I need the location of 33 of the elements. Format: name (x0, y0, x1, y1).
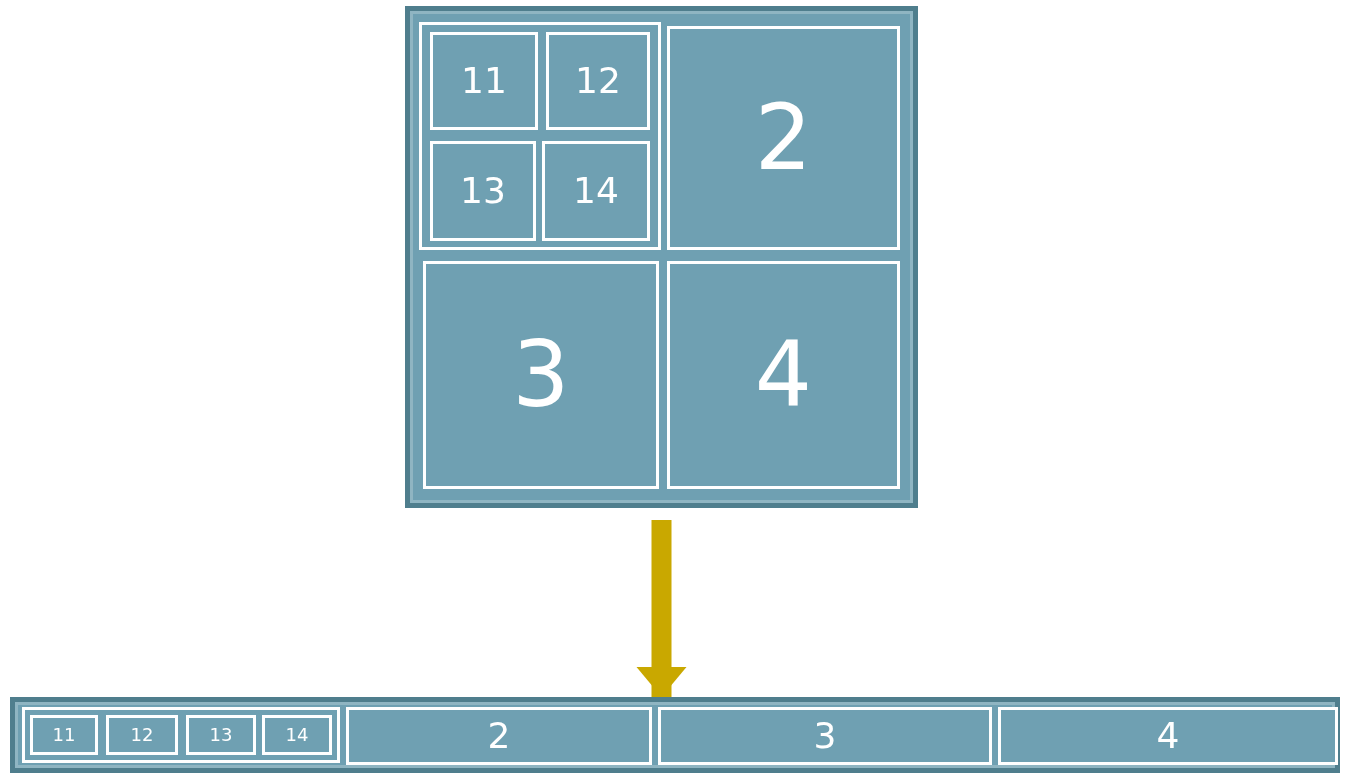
tile-number: 4 (1156, 718, 1180, 754)
tile-number: 12 (130, 726, 154, 744)
tile (667, 261, 900, 489)
container-panel (10, 697, 1340, 773)
tile-number: 3 (512, 330, 570, 420)
tile-number: 12 (575, 63, 621, 99)
tile (658, 707, 992, 765)
tile-number: 4 (754, 330, 813, 420)
tile-number: 2 (487, 718, 511, 754)
tile-group (419, 22, 661, 250)
tile (430, 32, 538, 130)
container-panel (405, 6, 918, 508)
tile (346, 707, 652, 765)
tile-number: 2 (754, 93, 813, 183)
tile-number: 14 (573, 173, 619, 209)
tile-group (22, 707, 340, 763)
tile (423, 261, 659, 489)
tile (106, 715, 178, 755)
arrow (636, 520, 687, 697)
tile-number: 11 (461, 63, 507, 99)
tile-number: 11 (52, 726, 76, 744)
tile (30, 715, 98, 755)
tile (262, 715, 332, 755)
tile-number: 3 (813, 718, 837, 754)
tile-number: 13 (209, 726, 233, 744)
tile (542, 141, 650, 241)
tile (667, 26, 900, 250)
tile-number: 14 (285, 726, 309, 744)
tile-number: 13 (460, 173, 506, 209)
tile (430, 141, 536, 241)
tile (546, 32, 650, 130)
tile (186, 715, 256, 755)
tile (998, 707, 1338, 765)
